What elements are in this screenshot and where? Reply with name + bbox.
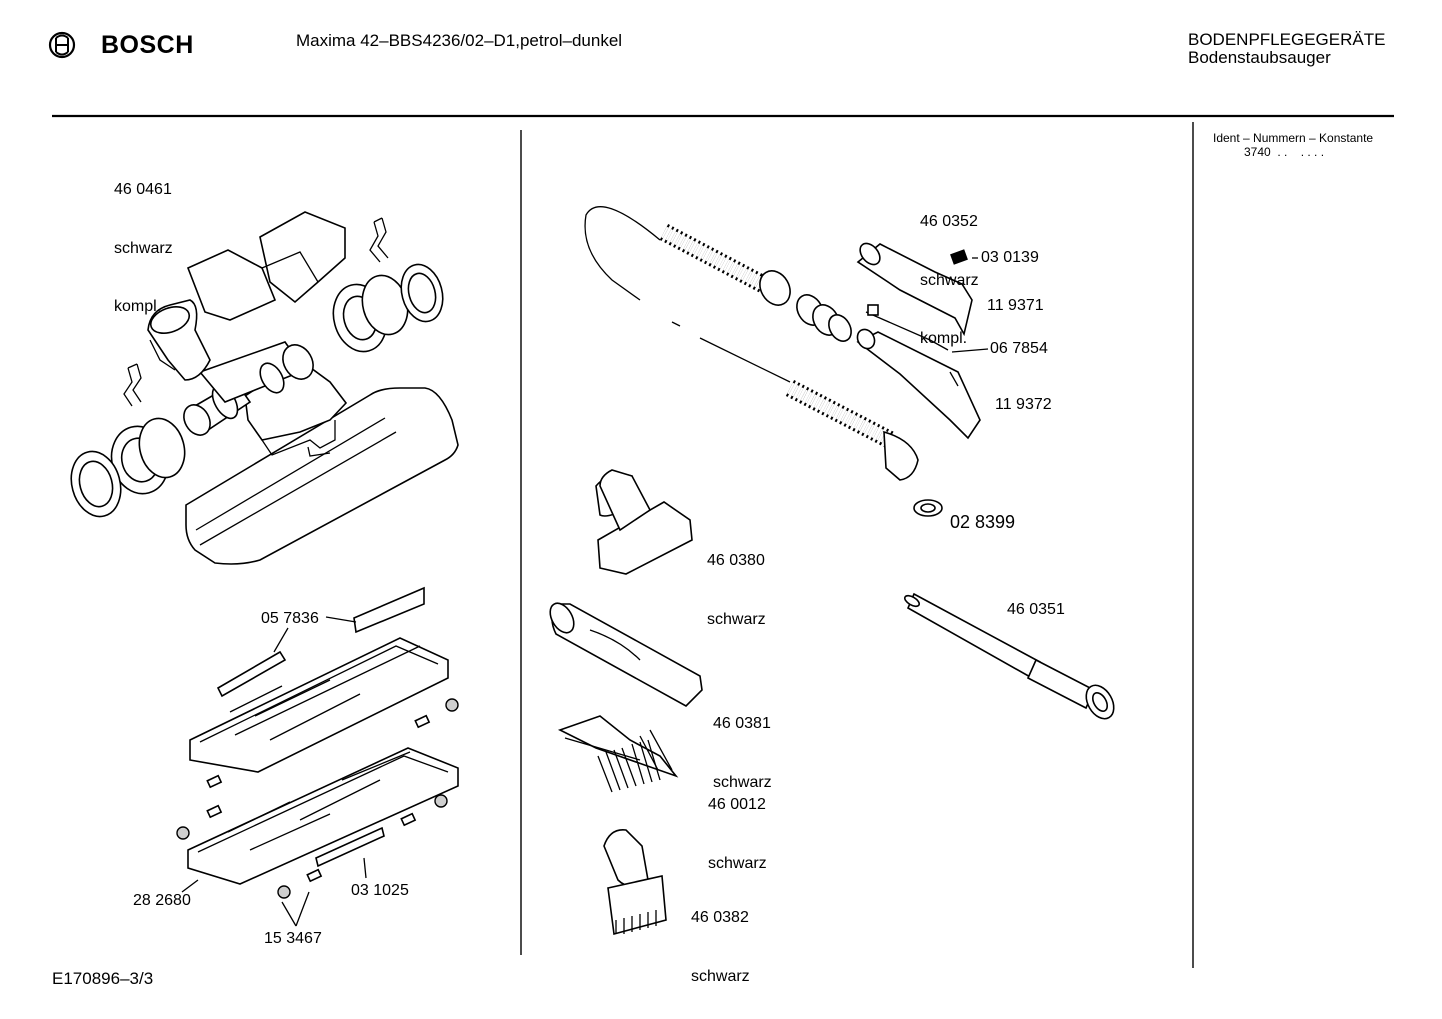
category-line-1: BODENPFLEGEGERÄTE (1188, 30, 1386, 49)
category-heading: BODENPFLEGEGERÄTE Bodenstaubsauger (1188, 31, 1385, 67)
hose-illustration (584, 206, 943, 517)
category-line-2: Bodenstaubsauger (1188, 48, 1331, 67)
part-number: 46 0380 (707, 552, 765, 569)
ident-value: 3740 . . . . . . (1244, 145, 1325, 159)
part-note: kompl. (114, 298, 162, 315)
upholstery-nozzle-illustration (595, 469, 693, 575)
part-label-119372: 11 9372 (995, 396, 1052, 413)
part-color: schwarz (708, 854, 767, 872)
ident-title: Ident – Nummern – Konstante (1213, 131, 1374, 145)
part-label-460380: 46 0380 schwarz (707, 512, 766, 649)
part-label-460461: 46 0461 schwarz kompl. (114, 141, 173, 336)
part-number: 46 0382 (691, 909, 749, 926)
drawing-id: E170896–3/3 (52, 969, 154, 988)
part-label-460352: 46 0352 schwarz kompl. (920, 173, 979, 368)
part-label-031025: 03 1025 (351, 882, 409, 899)
part-label-460382: 46 0382 schwarz (691, 869, 750, 1006)
part-color: schwarz (114, 239, 173, 257)
brand-name: BOSCH (101, 31, 194, 59)
part-color: schwarz (920, 271, 979, 289)
part-label-119371: 11 9371 (987, 297, 1044, 314)
model-title: Maxima 42–BBS4236/02–D1,petrol–dunkel (296, 31, 623, 50)
part-color: schwarz (691, 967, 750, 985)
part-label-460351: 46 0351 (1007, 601, 1065, 618)
part-label-460012: 46 0012 schwarz (708, 756, 767, 893)
part-number: 46 0012 (708, 796, 766, 813)
part-color: schwarz (713, 773, 772, 791)
part-label-067854: 06 7854 (990, 340, 1048, 357)
crevice-tool-illustration (549, 602, 703, 707)
part-label-028399: 02 8399 (950, 512, 1016, 532)
part-number: 46 0461 (114, 181, 172, 198)
part-note: kompl. (920, 330, 968, 347)
part-label-030139: 03 0139 (981, 249, 1039, 266)
part-label-460381: 46 0381 schwarz (713, 675, 772, 812)
dusting-brush-illustration (603, 829, 667, 936)
handle-illustration (856, 242, 989, 440)
part-label-282680: 28 2680 (133, 892, 191, 909)
round-brush-illustration (557, 715, 679, 793)
telescopic-tube-illustration (903, 592, 1115, 720)
part-color: schwarz (707, 610, 766, 628)
bosch-logo: BOSCH (47, 28, 207, 62)
part-number: 46 0352 (920, 213, 978, 230)
nozzle-base-illustration (176, 586, 459, 927)
floor-nozzle-illustration (70, 211, 459, 565)
part-number: 46 0381 (713, 715, 771, 732)
part-label-153467: 15 3467 (264, 930, 322, 947)
bosch-armature-icon (48, 31, 76, 59)
part-label-057836: 05 7836 (261, 610, 319, 627)
